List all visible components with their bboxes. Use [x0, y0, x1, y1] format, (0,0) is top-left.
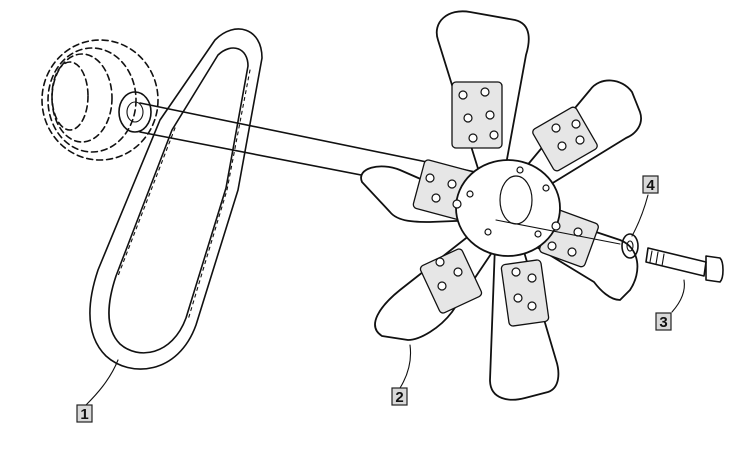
callout-4-label: 4 [646, 177, 655, 194]
leader-lines [85, 194, 685, 406]
callout-3: 3 [655, 312, 672, 331]
callout-1: 1 [76, 404, 93, 423]
callout-3-label: 3 [659, 314, 667, 331]
washer [621, 233, 639, 259]
callout-4: 4 [642, 175, 659, 194]
callout-2-label: 2 [395, 389, 403, 406]
bolt [645, 247, 724, 283]
callout-1-label: 1 [80, 406, 88, 423]
fan [360, 10, 642, 401]
pulley [41, 39, 159, 161]
bolt-axis-line [495, 219, 621, 245]
belt [89, 28, 263, 370]
callout-2: 2 [391, 387, 408, 406]
